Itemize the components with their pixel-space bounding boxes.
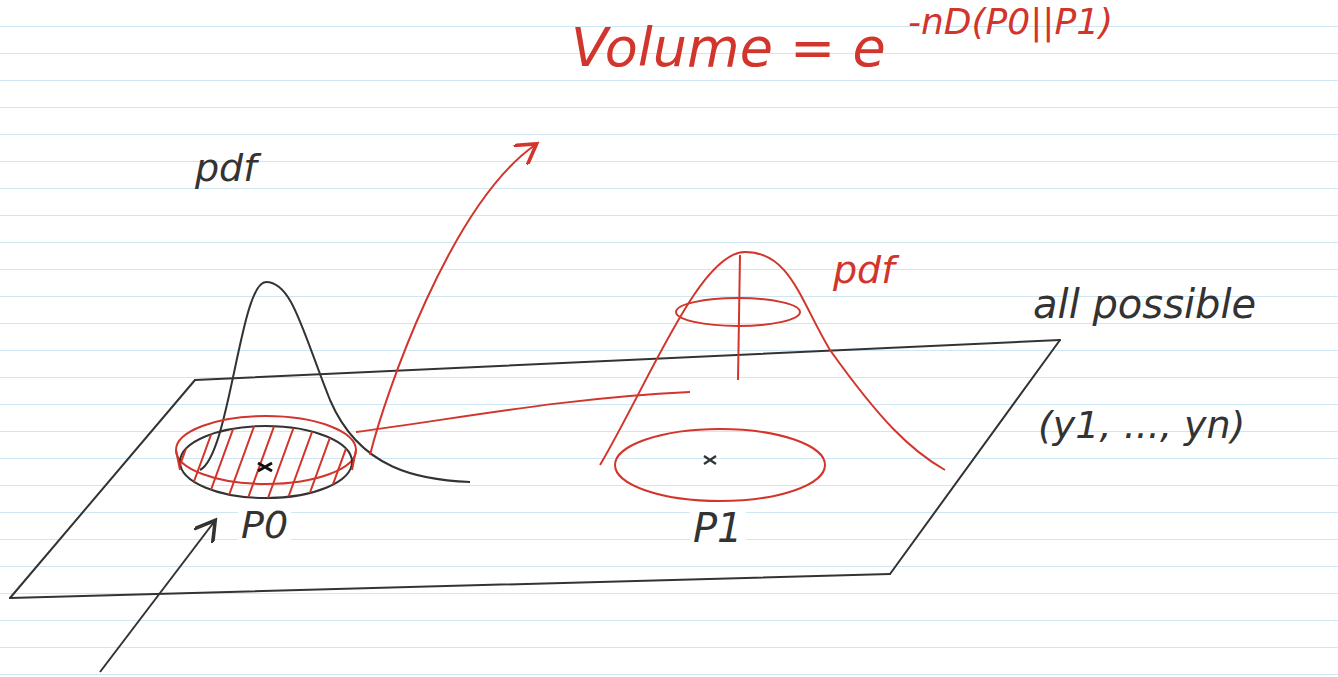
red-stroke: [356, 392, 690, 432]
pdf-label: pdf: [830, 250, 898, 292]
region-ellipse: [615, 429, 825, 501]
pdf-label: pdf: [192, 148, 260, 190]
point-label: P0: [238, 505, 291, 547]
point-mark: [704, 456, 716, 464]
plane-label: (y1, ..., yn): [1035, 405, 1248, 447]
leader-arrow: [370, 145, 535, 455]
pdf-curve: [200, 282, 470, 482]
formula-text: Volume = e: [568, 18, 889, 77]
formula-exponent: -nD(P0||P1): [905, 2, 1116, 42]
sample-plane: [10, 340, 1060, 598]
plane-label: all possible: [1030, 282, 1259, 326]
point-label: P1: [690, 506, 746, 550]
typical-region: [160, 410, 380, 520]
pointer-arrow: [100, 522, 214, 672]
